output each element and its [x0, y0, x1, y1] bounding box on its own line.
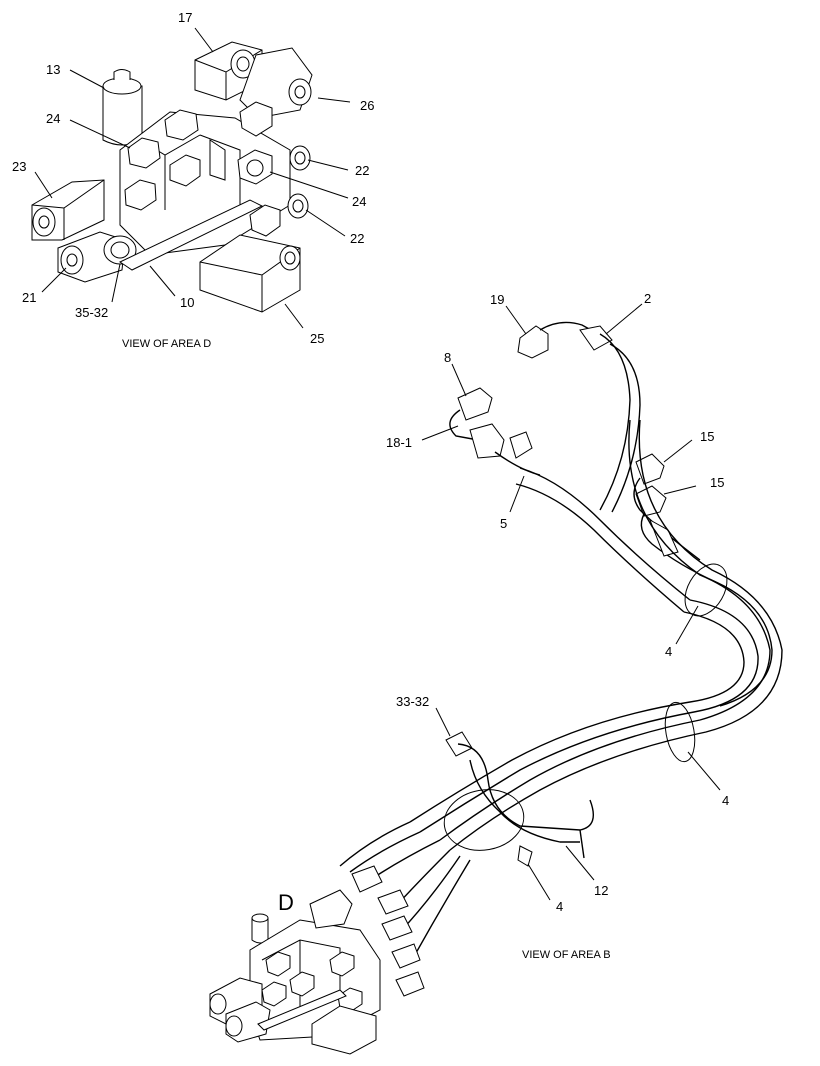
view-area-b: 19 2 8 18-1 15 15 5 4 33-32 4 12 4 D VIE… [209, 291, 783, 1055]
callout-33-32: 33-32 [396, 694, 429, 709]
callout-13: 13 [46, 62, 60, 77]
callout-21: 21 [22, 290, 36, 305]
callout-19: 19 [490, 292, 504, 307]
area-d-marker: D [278, 890, 294, 915]
callout-22-lower: 22 [350, 231, 364, 246]
callout-4-upper: 4 [665, 644, 672, 659]
callout-17: 17 [178, 10, 192, 25]
callout-26: 26 [360, 98, 374, 113]
callout-35-32: 35-32 [75, 305, 108, 320]
callout-2: 2 [644, 291, 651, 306]
callout-18-1: 18-1 [386, 435, 412, 450]
callout-10: 10 [180, 295, 194, 310]
callout-8: 8 [444, 350, 451, 365]
callout-22-upper: 22 [355, 163, 369, 178]
callout-24-lower: 24 [352, 194, 366, 209]
callout-25: 25 [310, 331, 324, 346]
callout-12: 12 [594, 883, 608, 898]
callout-23: 23 [12, 159, 26, 174]
callout-15-lower: 15 [710, 475, 724, 490]
callout-15-upper: 15 [700, 429, 714, 444]
callout-4-lower: 4 [556, 899, 563, 914]
callout-4-middle: 4 [722, 793, 729, 808]
callout-24-upper: 24 [46, 111, 60, 126]
view-area-d: 17 13 26 24 23 22 24 22 21 35-32 10 25 V… [12, 10, 374, 350]
callout-5: 5 [500, 516, 507, 531]
view-area-d-caption: VIEW OF AREA D [122, 338, 211, 350]
view-area-b-caption: VIEW OF AREA B [522, 949, 611, 961]
